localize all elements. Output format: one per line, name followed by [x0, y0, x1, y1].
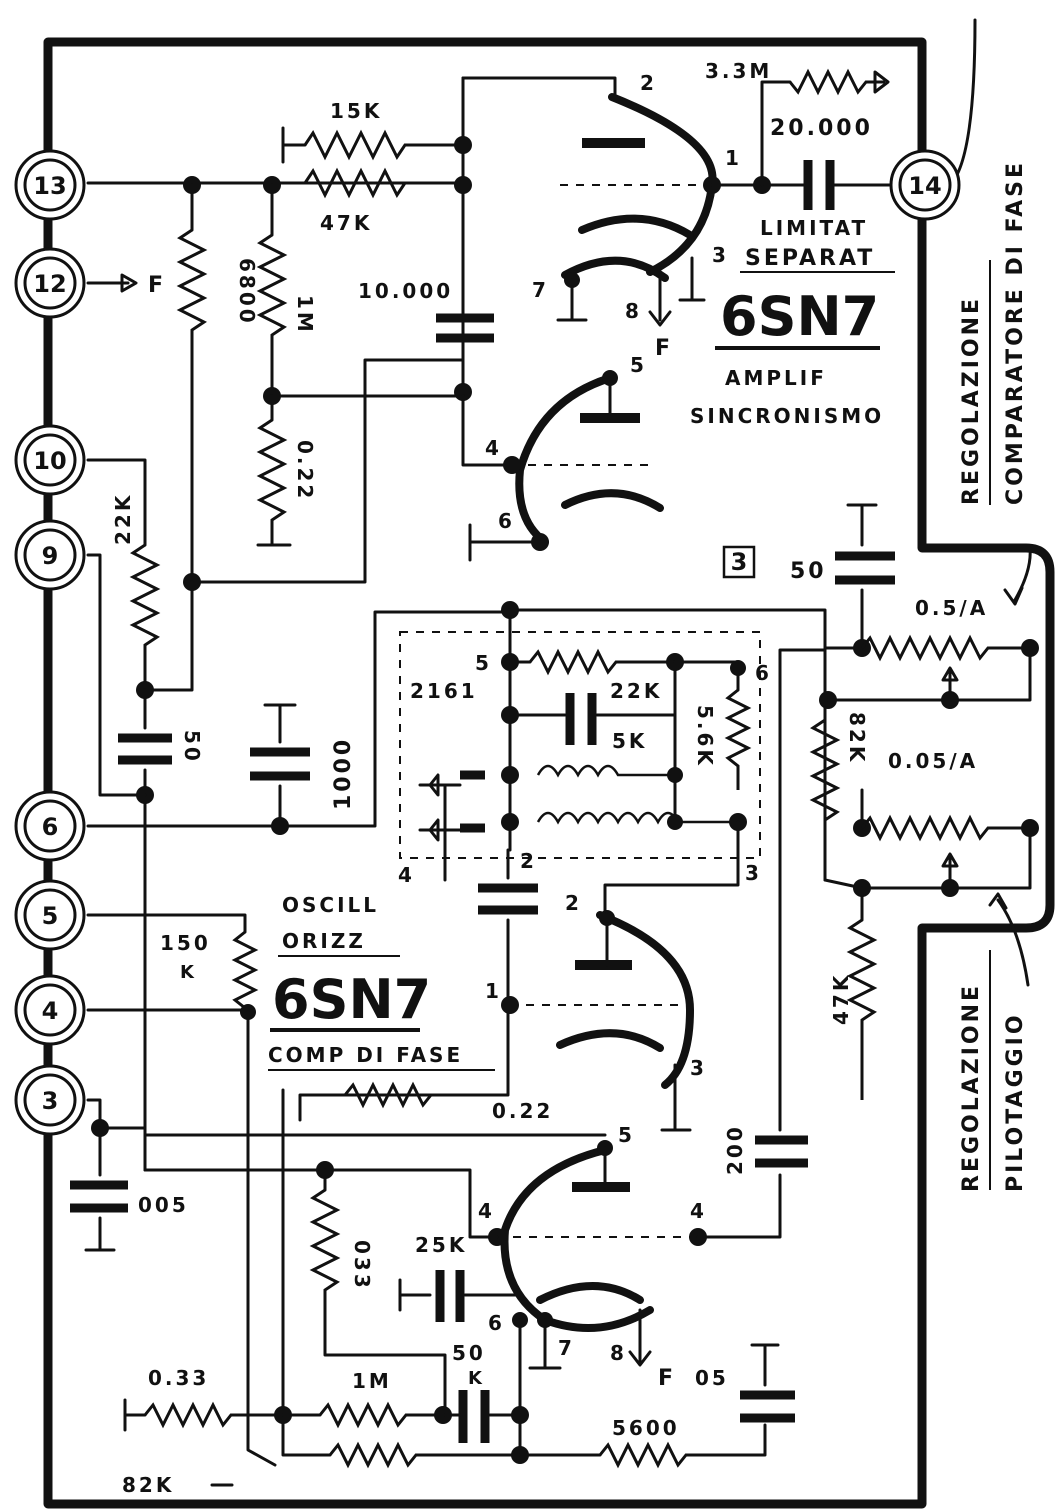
- label-82k: 82K: [845, 712, 869, 764]
- pin-1-lower: 1: [485, 979, 502, 1003]
- label-6800: 6800: [235, 258, 259, 326]
- pin-6-upper: 6: [498, 509, 515, 533]
- label-50a: 50: [180, 730, 204, 764]
- label-5-6k: 5.6K: [693, 705, 717, 768]
- label-033a: 033: [350, 1240, 374, 1291]
- label-1mb: 1M: [352, 1369, 392, 1393]
- label-033b: 0.33: [148, 1366, 209, 1390]
- label-5k: 5K: [612, 729, 647, 753]
- pin-1-upper: 1: [725, 146, 742, 170]
- trafo-pin-6: 6: [755, 661, 772, 685]
- terminal-10-label: 10: [33, 447, 66, 475]
- lower-tube-line3: COMP DI FASE: [268, 1043, 463, 1067]
- trafo-pin-2: 2: [520, 849, 537, 873]
- upper-tube-sec1: LIMITAT: [760, 216, 868, 240]
- pin-3-upper: 3: [712, 243, 729, 267]
- upper-tube-line2: SINCRONISMO: [690, 404, 884, 428]
- trafo-pin-5: 5: [475, 651, 492, 675]
- label-2161: 2161: [410, 679, 478, 703]
- terminal-14-label: 14: [908, 172, 941, 200]
- terminal-3-label: 3: [42, 1087, 59, 1115]
- label-1m: 1M: [293, 295, 317, 335]
- label-22k: 22K: [111, 493, 135, 545]
- pin-5-upper: 5: [630, 353, 647, 377]
- terminal-9-label: 9: [42, 542, 59, 570]
- upper-tube-type: 6SN7: [720, 285, 879, 348]
- terminal-4-label: 4: [42, 997, 59, 1025]
- side-top-label-b: COMPARATORE DI FASE: [1003, 160, 1028, 505]
- pin-7-lower: 7: [558, 1336, 575, 1360]
- label-50c: 50: [452, 1341, 486, 1365]
- pin-6-lower: 6: [488, 1311, 505, 1335]
- label-F-upper: F: [655, 336, 673, 361]
- label-47kb: 47K: [829, 973, 853, 1025]
- label-pot-005: 0.05/A: [888, 749, 978, 773]
- pin-5-lower: 5: [618, 1123, 635, 1147]
- upper-tube-line1: AMPLIF: [725, 366, 827, 390]
- lower-tube-line2: ORIZZ: [282, 929, 366, 953]
- label-150-k: K: [180, 962, 197, 983]
- label-20000: 20.000: [770, 116, 873, 141]
- label-200: 200: [723, 1124, 747, 1175]
- pin-8-upper: 8: [625, 299, 642, 323]
- terminal-12-label: 12: [33, 270, 66, 298]
- label-22k-b: 22K: [610, 679, 662, 703]
- label-50b: 50: [790, 559, 827, 584]
- side-bottom-label-b: PILOTAGGIO: [1003, 1012, 1028, 1192]
- pin-7-upper: 7: [532, 278, 549, 302]
- pin-4-upper: 4: [485, 436, 502, 460]
- terminal-12: [14, 247, 86, 319]
- pin-3-lower: 3: [690, 1056, 707, 1080]
- terminal-10: [14, 424, 86, 496]
- pin-2-upper: 2: [640, 71, 657, 95]
- side-bottom-label-a: REGOLAZIONE: [959, 983, 984, 1192]
- label-F-lower: F: [658, 1366, 676, 1391]
- label-3-3m: 3.3M: [705, 59, 772, 83]
- label-15k: 15K: [330, 99, 382, 123]
- pin-8-lower: 8: [610, 1341, 627, 1365]
- terminal-5-label: 5: [42, 902, 59, 930]
- label-5600: 5600: [612, 1416, 680, 1440]
- terminal-13-label: 13: [33, 172, 66, 200]
- upper-tube-sec2: SEPARAT: [745, 246, 875, 271]
- label-022a: 0.22: [293, 440, 317, 501]
- pin-4-lower: 4: [478, 1199, 495, 1223]
- label-50c-k: K: [468, 1368, 485, 1389]
- box-3-label: 3: [731, 548, 748, 576]
- trafo-pin-4: 4: [398, 863, 415, 887]
- label-F-terminal12: F: [148, 273, 166, 298]
- label-150: 150: [160, 931, 211, 955]
- label-05: 05: [695, 1366, 729, 1390]
- pin-4-lower-right: 4: [690, 1199, 707, 1223]
- terminal-6-label: 6: [42, 813, 59, 841]
- label-47k: 47K: [320, 211, 372, 235]
- label-25k: 25K: [415, 1233, 467, 1257]
- terminal-14: [889, 149, 961, 221]
- terminal-5: [14, 879, 86, 951]
- label-005: 005: [138, 1193, 189, 1217]
- trafo-pin-3: 3: [745, 861, 762, 885]
- side-top-label-a: REGOLAZIONE: [959, 296, 984, 505]
- terminal-4: [14, 974, 86, 1046]
- lower-tube-line1: OSCILL: [282, 893, 379, 917]
- terminal-13: [14, 149, 86, 221]
- pin-2-lower: 2: [565, 891, 582, 915]
- label-022b: 0.22: [492, 1099, 553, 1123]
- label-pot-05: 0.5/A: [915, 596, 988, 620]
- label-10000: 10.000: [358, 279, 453, 303]
- terminal-9: [14, 519, 86, 591]
- terminal-3: [14, 1064, 86, 1136]
- lower-tube-type: 6SN7: [272, 968, 431, 1031]
- terminal-6: [14, 790, 86, 862]
- label-82kb: 82K: [122, 1473, 174, 1497]
- label-1000: 1000: [331, 737, 356, 810]
